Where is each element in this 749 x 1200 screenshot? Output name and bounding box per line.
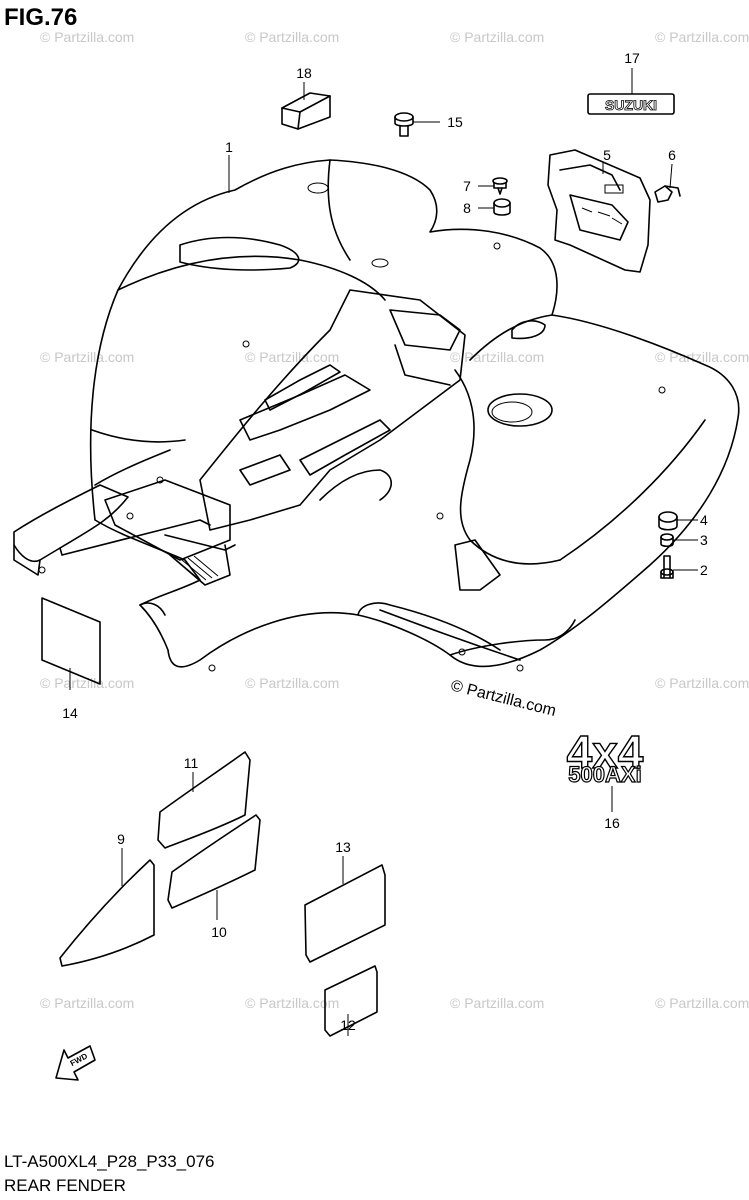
figure-code: LT-A500XL4_P28_P33_076 [4, 1152, 215, 1171]
sticker-part-13 [304, 864, 386, 963]
watermark: © Partzilla.com [245, 29, 339, 45]
callout-13: 13 [335, 839, 351, 855]
screw-part-7 [492, 177, 508, 195]
watermark: © Partzilla.com [655, 675, 749, 691]
callout-1: 1 [225, 139, 233, 155]
watermark: © Partzilla.com [655, 349, 749, 365]
watermark: © Partzilla.com [40, 675, 134, 691]
figure-name: REAR FENDER [4, 1176, 126, 1195]
grommet-part-4 [658, 511, 678, 531]
callout-2: 2 [700, 562, 708, 578]
callout-4: 4 [700, 512, 708, 528]
bracket-part-5 [547, 149, 651, 273]
watermark: © Partzilla.com [245, 995, 339, 1011]
watermark: © Partzilla.com [245, 349, 339, 365]
fwd-arrow-icon: FWD [55, 1045, 96, 1081]
figure-title: FIG.76 [4, 4, 78, 31]
callout-10: 10 [211, 924, 227, 940]
sticker-part-9 [59, 859, 155, 967]
callout-5: 5 [603, 147, 611, 163]
callout-14: 14 [62, 705, 78, 721]
callout-18: 18 [296, 65, 312, 81]
watermark: © Partzilla.com [40, 995, 134, 1011]
sticker-part-10 [167, 814, 261, 909]
callout-15: 15 [447, 114, 463, 130]
watermark: © Partzilla.com [245, 675, 339, 691]
watermark: © Partzilla.com [655, 29, 749, 45]
watermark: © Partzilla.com [40, 349, 134, 365]
clip-part-6 [654, 185, 681, 203]
sticker-part-12 [324, 965, 378, 1037]
svg-text:SUZUKI: SUZUKI [605, 97, 657, 113]
callout-labels: 1 2 3 4 5 6 7 8 9 10 11 12 13 14 15 16 1… [62, 50, 708, 1033]
sticker-part-11 [157, 751, 251, 849]
block-part-18 [281, 92, 331, 130]
callout-17: 17 [624, 50, 640, 66]
watermark: © Partzilla.com [450, 29, 544, 45]
callout-9: 9 [117, 831, 125, 847]
model-emblem-part-16: 4x4 500AXi [566, 725, 645, 787]
watermarks: © Partzilla.com © Partzilla.com © Partzi… [40, 29, 749, 1011]
callout-6: 6 [668, 147, 676, 163]
callout-7: 7 [463, 178, 471, 194]
callout-3: 3 [700, 532, 708, 548]
callout-16: 16 [604, 815, 620, 831]
leader-lines [69, 68, 698, 1036]
callout-12: 12 [340, 1017, 356, 1033]
sticker-part-14 [41, 597, 101, 685]
collar-part-3 [660, 533, 674, 548]
svg-text:4x4: 4x4 [567, 726, 644, 778]
washer-part-8 [493, 198, 511, 216]
watermark: © Partzilla.com [40, 29, 134, 45]
rear-fender-part [13, 159, 740, 672]
bolt-part-15 [394, 112, 414, 137]
callout-8: 8 [463, 200, 471, 216]
svg-text:500AXi: 500AXi [568, 762, 641, 787]
suzuki-emblem-part-17: SUZUKI [587, 93, 675, 115]
watermark: © Partzilla.com [450, 995, 544, 1011]
watermark: © Partzilla.com [450, 349, 544, 365]
watermark: © Partzilla.com [655, 995, 749, 1011]
callout-11: 11 [184, 755, 199, 771]
center-watermark: © Partzilla.com [449, 677, 558, 720]
bolt-part-2 [660, 555, 674, 579]
